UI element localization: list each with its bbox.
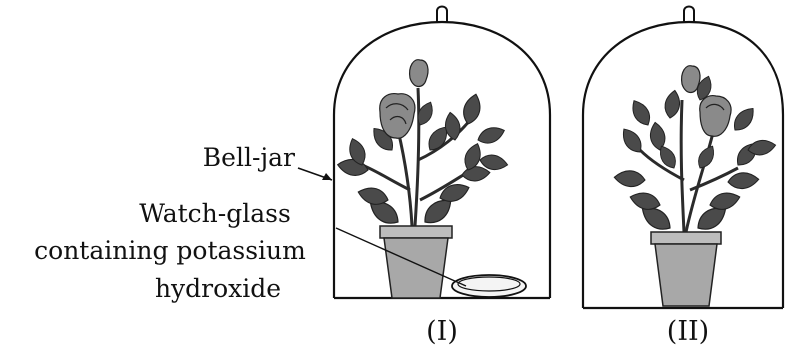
plant-one-leaves: [336, 92, 509, 229]
caption-setup-two: (II): [667, 316, 709, 347]
flower-pot-two: [651, 232, 721, 306]
bell-jar-two-hook: [684, 7, 694, 23]
rose-two: [700, 96, 731, 137]
label-watch-glass-line1: Watch-glass: [139, 199, 291, 228]
label-watch-glass-line3: hydroxide: [155, 274, 281, 303]
rose-bud-one: [410, 60, 428, 87]
label-watch-glass-line2: containing potassium: [34, 236, 306, 265]
plant-two-flowers: [682, 66, 731, 137]
bell-jar-pointer: [298, 168, 332, 180]
plant-two: [614, 66, 777, 235]
label-bell-jar: Bell-jar: [203, 143, 295, 172]
bell-jar-one-hook: [437, 7, 447, 23]
watch-glass: [452, 275, 526, 297]
plant-one: [336, 60, 509, 229]
caption-setup-one: (I): [426, 316, 458, 347]
rose-bud-two: [682, 66, 700, 93]
flower-pot-one: [380, 226, 452, 298]
plant-two-leaves: [614, 74, 777, 235]
plant-one-flowers: [380, 60, 428, 139]
